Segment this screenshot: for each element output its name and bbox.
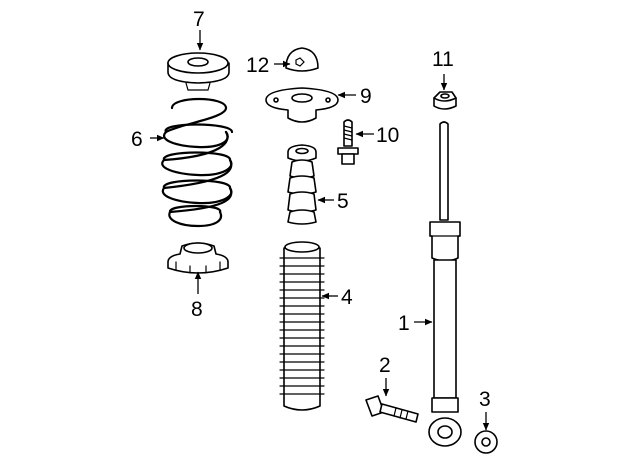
callout-1: 1 [398, 312, 410, 335]
washer [474, 430, 498, 454]
callout-8: 8 [191, 298, 203, 321]
callout-2: 2 [379, 354, 391, 377]
shock-absorber [428, 121, 462, 447]
lock-nut [433, 91, 457, 110]
dust-cap [285, 47, 319, 72]
callout-12: 12 [246, 54, 269, 77]
callout-7: 7 [193, 8, 205, 31]
mounting-bolt [365, 395, 419, 423]
lower-spring-seat [167, 242, 229, 274]
coil-spring [161, 98, 234, 228]
bump-stop [287, 144, 317, 225]
leader-lines [150, 30, 490, 431]
callout-3: 3 [479, 388, 491, 411]
callout-5: 5 [337, 190, 349, 213]
stud-bolt [337, 119, 359, 165]
upper-mount [265, 87, 339, 123]
upper-spring-seat [167, 52, 230, 91]
callout-11: 11 [432, 48, 454, 71]
callout-9: 9 [360, 85, 372, 108]
callout-4: 4 [341, 286, 353, 309]
callout-10: 10 [376, 124, 399, 147]
dust-boot [279, 241, 325, 411]
callout-6: 6 [131, 128, 143, 151]
